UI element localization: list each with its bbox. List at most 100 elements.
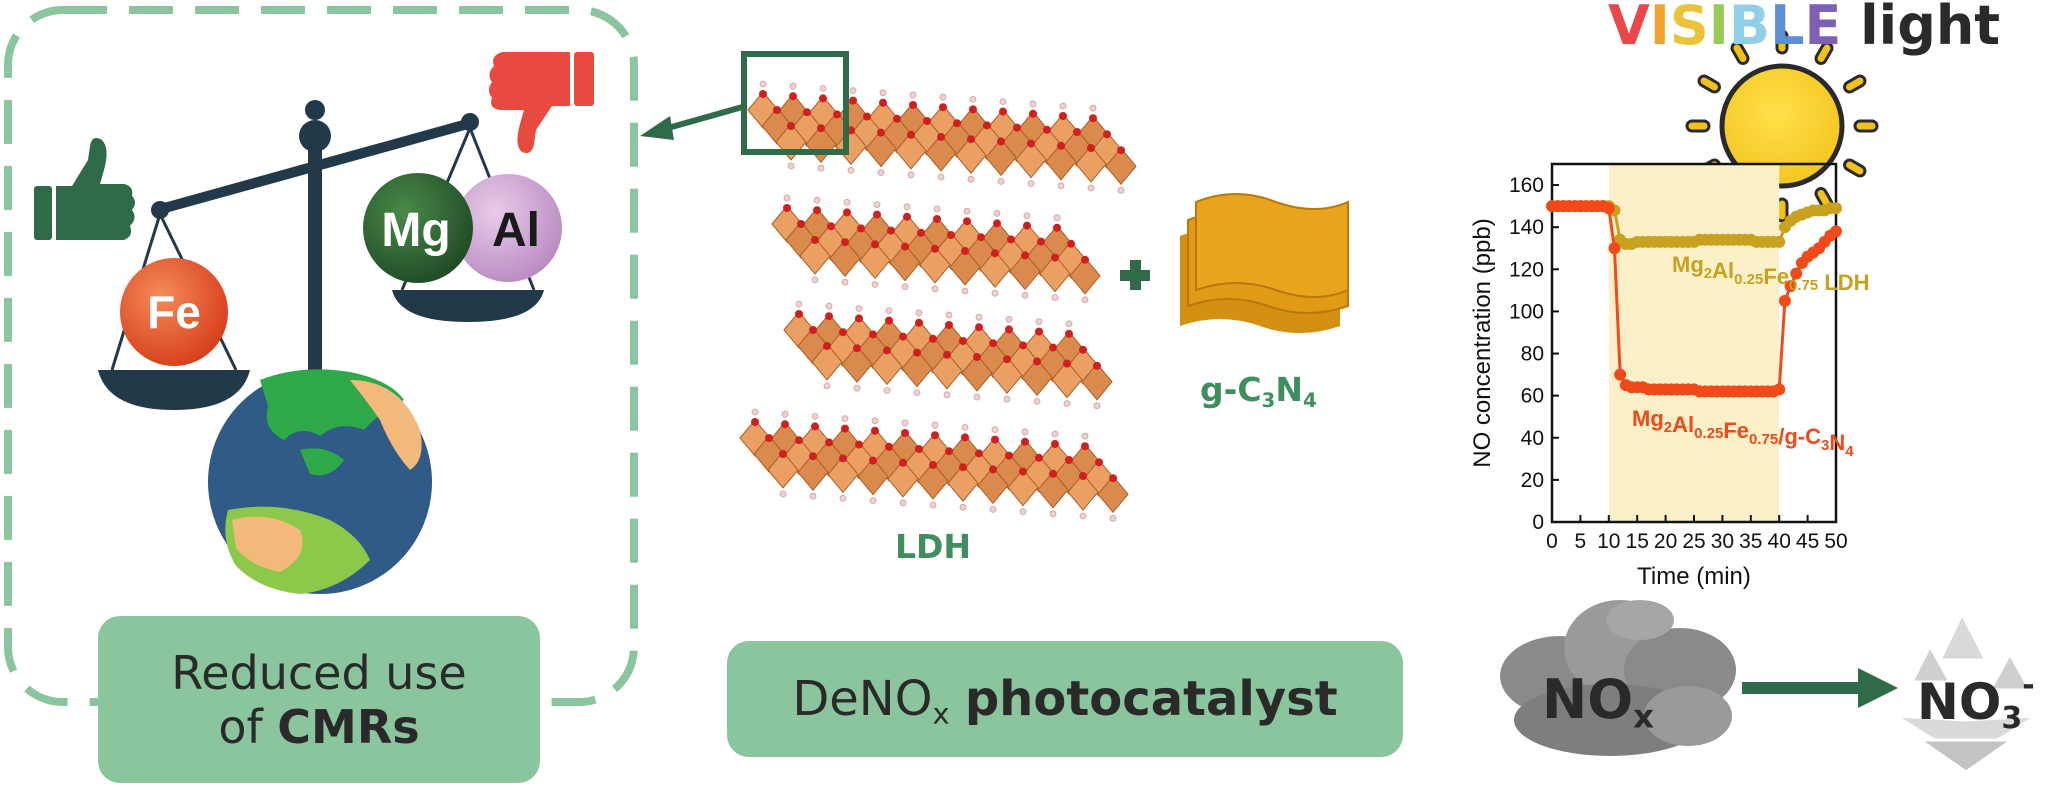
hydrogen-atom [781,410,789,418]
hydrogen-atom [751,408,759,416]
ldh-crystal-structure [739,80,1137,522]
oxygen-atom [989,465,997,474]
oxygen-atom [1059,112,1067,120]
oxygen-atom [883,346,891,355]
hydrogen-atom [825,302,833,310]
octahedron [991,356,1023,394]
hydrogen-atom [839,494,847,502]
oxygen-atom [1049,343,1057,352]
oxygen-atom [953,119,961,128]
plus-icon [1120,260,1150,290]
oxygen-atom [765,434,773,442]
visible-letter-1: I [1649,0,1670,57]
hydrogen-atom [975,313,983,321]
smoke-cloud-icon [1500,600,1736,756]
hydrogen-atom [967,175,975,183]
oxygen-atom [1049,469,1057,478]
oxygen-atom [1051,253,1059,262]
oxygen-atom [751,418,759,426]
oxygen-atom [917,228,925,237]
oxygen-atom [1065,329,1073,338]
oxygen-atom [873,210,881,219]
oxygen-atom [1065,456,1073,464]
hydrogen-atom [1049,510,1057,518]
oxygen-atom [1029,109,1037,118]
oxygen-atom [1087,144,1095,152]
oxygen-atom [795,436,803,445]
oxygen-atom [899,458,907,467]
hydrogen-atom [1021,428,1029,436]
oxygen-atom [909,101,917,109]
hydrogen-atom [1079,512,1087,520]
oxygen-atom [811,236,819,244]
fe-ball [120,258,228,366]
oxygen-atom [983,121,991,130]
oxygen-atom [989,339,997,348]
oxygen-atom [783,204,791,212]
hydrogen-atom [901,419,909,427]
octahedron [865,129,897,168]
y-tick-label: 160 [1509,174,1544,197]
oxygen-atom [975,323,983,332]
x-tick-label: 5 [1575,530,1587,553]
oxygen-atom [809,326,817,334]
hydrogen-atom [903,203,911,211]
reaction-arrow [1742,668,1898,708]
hydrogen-atom [931,285,939,293]
oxygen-atom [1103,130,1111,139]
data-point [1608,242,1621,255]
octahedron [1021,358,1053,397]
nox-label: NOx [1542,668,1655,736]
oxygen-atom [1117,146,1125,155]
al-ball [454,174,562,282]
data-point [1778,294,1791,307]
oxygen-atom [991,435,999,444]
oxygen-atom [773,106,781,114]
hydrogen-atom [811,412,819,420]
octahedron [977,466,1009,505]
oxygen-atom [967,135,975,144]
octahedron [931,352,963,390]
hydrogen-atom [1027,180,1035,188]
hydrogen-atom [869,497,877,505]
sun-ray [1843,158,1867,178]
y-tick-label: 40 [1521,427,1544,450]
sun-ray [1730,41,1750,65]
octahedron [767,451,799,489]
oxygen-atom [1035,327,1043,336]
denox-prefix: DeNOx [792,671,950,731]
data-point [1784,280,1797,293]
octahedron [887,460,919,498]
oxygen-atom [833,110,841,119]
hydrogen-atom [883,386,891,394]
oxygen-atom [781,420,789,429]
oxygen-atom [937,133,945,141]
x-tick-label: 20 [1654,530,1677,553]
oxygen-atom [931,244,939,253]
oxygen-atom [999,107,1007,116]
hydrogen-atom [1051,294,1059,302]
oxygen-atom [1063,359,1071,368]
octahedron [925,134,957,172]
oxygen-atom [863,112,871,121]
ldh-layer [783,300,1113,410]
hydrogen-atom [885,307,893,315]
x-tick-label: 45 [1796,530,1819,553]
ldh-zoom-box [741,51,849,155]
data-point [1773,235,1786,248]
oxygen-atom [1043,125,1051,134]
octahedron [901,349,933,388]
hydrogen-atom [1081,432,1089,440]
oxygen-atom [893,114,901,123]
oxygen-atom [1037,237,1045,246]
oxygen-atom [903,212,911,221]
oxygen-atom [855,440,863,449]
hydrogen-atom [1065,320,1073,328]
oxygen-atom [959,337,967,345]
hydrogen-atom [847,166,855,174]
x-tick-label: 50 [1824,530,1847,553]
hydrogen-atom [1057,182,1065,190]
oxygen-atom [803,108,811,117]
oxygen-atom [913,348,921,357]
octahedron [827,455,859,494]
